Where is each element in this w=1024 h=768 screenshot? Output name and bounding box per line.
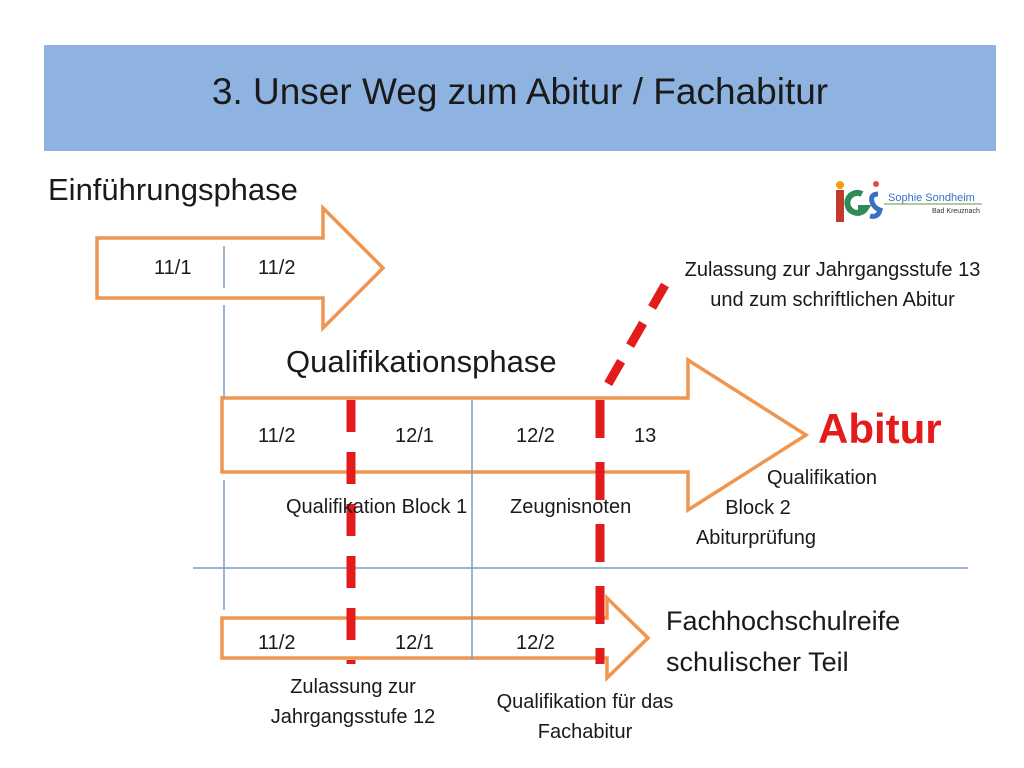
abitur-label: Abitur (818, 405, 942, 452)
zulassung-13-line2: und zum schriftlichen Abitur (710, 289, 955, 311)
zulassung-13-line1: Zulassung zur Jahrgangsstufe 13 (684, 259, 981, 281)
zulassung-13-text: Zulassung zur Jahrgangsstufe 13 und zum … (655, 255, 1010, 315)
fh-cell-2: 12/1 (395, 632, 434, 654)
qual-block1-label: Qualifikation Block 1 (286, 496, 468, 518)
qp-cell-1: 11/2 (258, 425, 296, 447)
qual-block2-text: Qualifikation Block 2 Abiturprüfung (676, 463, 877, 553)
qp-cell-4: 13 (634, 425, 657, 447)
qual-block2-line3: Abiturprüfung (695, 527, 817, 549)
fh-cell-1: 11/2 (258, 632, 296, 654)
logo-place: Bad Kreuznach (932, 208, 980, 215)
title-bar: 3. Unser Weg zum Abitur / Fachabitur (44, 45, 996, 151)
dash-line-diagonal (596, 282, 669, 401)
qual-fachabitur-line2: Fachabitur (537, 721, 633, 743)
qp-cell-3: 12/2 (516, 425, 555, 447)
einfuehrungsphase-arrow (95, 203, 386, 333)
ep-cell-2: 11/2 (258, 257, 296, 279)
fachhochschulreife-line1: Fachhochschulreife (666, 606, 901, 636)
qual-block2-line2: Block 2 (725, 497, 791, 519)
fachhochschule-arrow (220, 593, 651, 683)
qual-fachabitur-line1: Qualifikation für das (496, 691, 674, 713)
qual-fachabitur-text: Qualifikation für das Fachabitur (475, 687, 695, 747)
page-title: 3. Unser Weg zum Abitur / Fachabitur (211, 71, 829, 112)
zulassung-12-line1: Zulassung zur (290, 676, 416, 698)
qualifikationsphase-arrow (220, 356, 810, 514)
qp-cell-2: 12/1 (395, 425, 434, 447)
ep-cell-1: 11/1 (154, 257, 192, 279)
fachhochschulreife-text: Fachhochschulreife schulischer Teil (666, 601, 900, 683)
fh-cell-3: 12/2 (516, 632, 555, 654)
fachhochschulreife-line2: schulischer Teil (666, 647, 849, 677)
zulassung-12-line2: Jahrgangsstufe 12 (270, 706, 436, 728)
qualifikationsphase-label: Qualifikationsphase (286, 344, 557, 379)
qual-block2-line1: Qualifikation (766, 467, 878, 489)
zeugnisnoten-label: Zeugnisnoten (510, 496, 632, 518)
school-logo: Sophie Sondheim Bad Kreuznach (832, 180, 984, 226)
logo-name: Sophie Sondheim (888, 192, 975, 204)
zulassung-12-text: Zulassung zur Jahrgangsstufe 12 (248, 672, 458, 732)
logo-icon (836, 181, 982, 222)
einfuehrungsphase-label: Einführungsphase (48, 172, 298, 207)
